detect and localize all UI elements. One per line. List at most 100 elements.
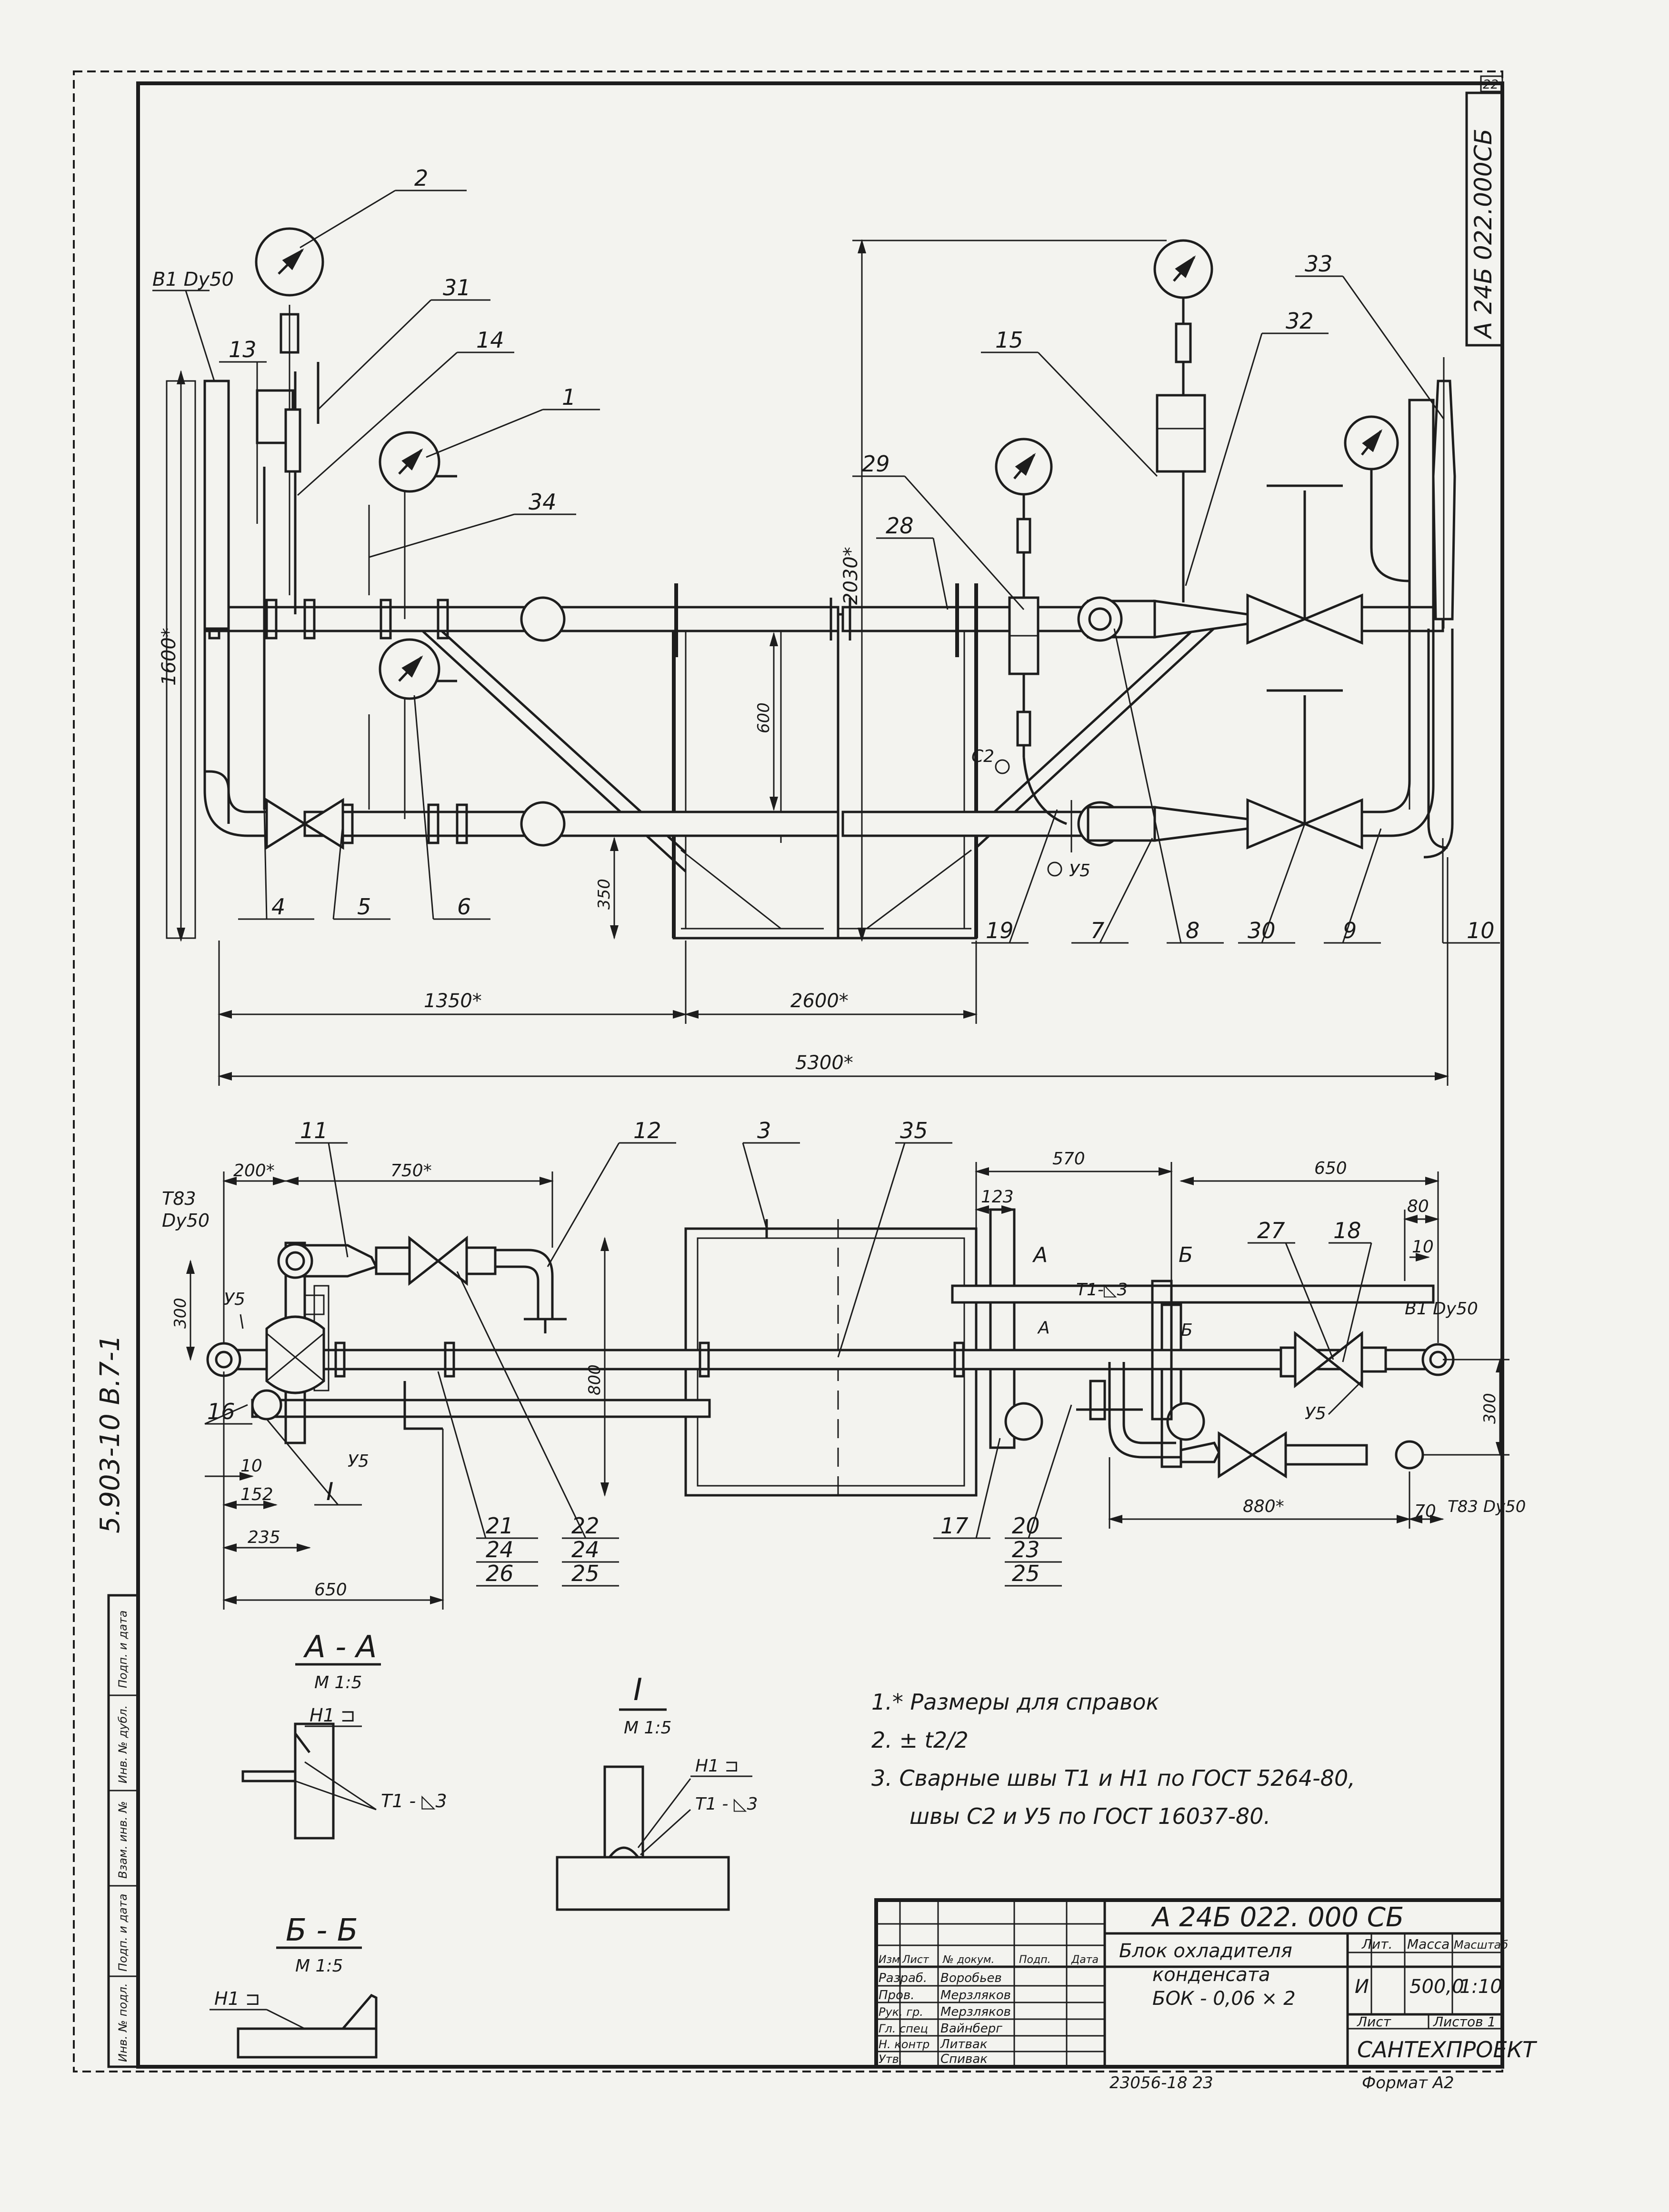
inlet-b1-label: В1 Dу50 bbox=[152, 269, 234, 290]
callout-16: 16 bbox=[207, 1399, 235, 1424]
notes: 1.* Размеры для справок 2. ± t2/2 3. Сва… bbox=[871, 1689, 1355, 1829]
callout-7: 7 bbox=[1090, 918, 1104, 943]
callout-30: 30 bbox=[1248, 918, 1276, 943]
note-1: 1.* Размеры для справок bbox=[871, 1689, 1159, 1715]
tb-head-doc: № докум. bbox=[942, 1954, 994, 1966]
tb-sheets-label: Листов 1 bbox=[1433, 2014, 1496, 2030]
tb-name-line1: Блок охладителя bbox=[1119, 1940, 1292, 1962]
callout-14: 14 bbox=[476, 327, 504, 353]
callout-29: 29 bbox=[862, 451, 890, 477]
callout-17: 17 bbox=[940, 1513, 969, 1539]
side-col-3: Взам. инв. № bbox=[116, 1801, 130, 1879]
tb-scale-value: 1:10 bbox=[1459, 1976, 1502, 1998]
dim-350: 350 bbox=[595, 879, 614, 910]
tb-head-izm: Изм bbox=[879, 1954, 900, 1966]
detail-i: I М 1:5 Н1 ⊐ Т1 - ◺3 bbox=[556, 1672, 758, 1911]
tb-name-line3: БОК - 0,06 × 2 bbox=[1152, 1988, 1296, 2010]
dim-2030: 2030* bbox=[840, 547, 862, 605]
upper-header-pipe bbox=[203, 484, 1444, 657]
plan-leaders bbox=[204, 1142, 1372, 1587]
dim-10-left: 10 bbox=[240, 1456, 262, 1476]
callout-26: 26 bbox=[486, 1561, 514, 1586]
weld-y5-label: У5 bbox=[1069, 861, 1090, 881]
dim-123: 123 bbox=[981, 1187, 1014, 1207]
title-block: А 24Б 022. 000 СБ Изм Лист № докум. Подп… bbox=[874, 1898, 1538, 2069]
dim-300-left: 300 bbox=[171, 1298, 190, 1329]
tb-mass-value: 500,0 bbox=[1409, 1976, 1464, 1998]
callout-8: 8 bbox=[1186, 918, 1199, 943]
dim-650-left: 650 bbox=[314, 1580, 347, 1600]
tb-doc-code: А 24Б 022. 000 СБ bbox=[1151, 1902, 1404, 1933]
rotated-doc-code: А 24Б 022.000СБ bbox=[1469, 129, 1497, 340]
section-mark-a2: А bbox=[1037, 1318, 1050, 1338]
side-stamp-columns: Подп. и дата Инв. № дубл. Взам. инв. № П… bbox=[107, 1594, 140, 2068]
left-series-code: 5.903-10 В.7-1 bbox=[95, 1335, 126, 1533]
callout-20: 20 bbox=[1012, 1513, 1040, 1539]
tb-name-line2: конденсата bbox=[1152, 1964, 1270, 1986]
callout-10: 10 bbox=[1467, 918, 1495, 943]
callout-15: 15 bbox=[995, 327, 1023, 353]
callout-13: 13 bbox=[229, 337, 257, 362]
sheet-frame: 22 А 24Б 022.000СБ 5.903-10 В.7-1 bbox=[73, 70, 1504, 2072]
tb-lit-label: Лит. bbox=[1361, 1936, 1392, 1952]
bottom-archive-code: 23056-18 23 bbox=[1109, 2073, 1213, 2092]
section-mark-a1: А bbox=[1032, 1243, 1048, 1267]
callout-4: 4 bbox=[271, 894, 285, 920]
b1-right-label: В1 Dу50 bbox=[1405, 1299, 1478, 1319]
dim-1600: 1600* bbox=[158, 628, 180, 686]
callout-2: 2 bbox=[414, 165, 428, 191]
weld-y5-left: У5 bbox=[224, 1290, 245, 1309]
pressure-gauge-2 bbox=[255, 227, 324, 297]
callout-5: 5 bbox=[357, 894, 371, 920]
front-dimensions: 1600* 2030* 600 350 1350* 2600* 5300* bbox=[158, 239, 1449, 1086]
aa-weld-h1: Н1 ⊐ bbox=[310, 1705, 356, 1726]
callout-6: 6 bbox=[457, 894, 471, 920]
dim-70: 70 bbox=[1414, 1501, 1436, 1521]
front-view: 2 31 14 13 1 34 15 29 28 33 32 4 5 6 19 … bbox=[152, 165, 1500, 1086]
dim-5300: 5300* bbox=[795, 1052, 853, 1074]
tb-name-4: Вайнберг bbox=[940, 2022, 1002, 2036]
i-weld-t1: Т1 - ◺3 bbox=[695, 1794, 758, 1814]
thermometer-33 bbox=[1432, 357, 1456, 629]
dim-10-right: 10 bbox=[1412, 1237, 1434, 1257]
callout-leaders-front bbox=[219, 190, 1500, 944]
weld-y5-right: У5 bbox=[1305, 1404, 1326, 1423]
callout-23: 23 bbox=[1012, 1537, 1040, 1562]
tb-role-6: Утв. bbox=[879, 2052, 902, 2066]
tb-org: САНТЕХПРОЕКТ bbox=[1357, 2037, 1538, 2062]
plan-view: 11 12 3 35 27 18 16 17 20 23 25 21 24 26… bbox=[162, 1118, 1526, 1610]
callout-18: 18 bbox=[1333, 1218, 1361, 1243]
callout-21: 21 bbox=[486, 1513, 514, 1539]
i-title: I bbox=[633, 1672, 642, 1708]
tb-name-1: Воробьев bbox=[940, 1971, 1002, 1985]
callout-19: 19 bbox=[986, 918, 1014, 943]
callout-28: 28 bbox=[886, 513, 914, 539]
pressure-gauge-1 bbox=[379, 431, 440, 493]
left-riser bbox=[166, 305, 457, 939]
dim-200: 200* bbox=[233, 1161, 275, 1181]
weld-c2-label: С2 bbox=[971, 747, 994, 766]
t83-left-l1: Т83 bbox=[162, 1188, 196, 1209]
dim-600: 600 bbox=[754, 702, 773, 733]
t83-right-label: Т83 Dу50 bbox=[1448, 1497, 1526, 1516]
tb-role-2: Пров. bbox=[879, 1988, 915, 2002]
aa-weld-t1: Т1 - ◺3 bbox=[381, 1791, 447, 1812]
dim-800: 800 bbox=[585, 1364, 604, 1395]
i-scale: М 1:5 bbox=[624, 1718, 671, 1738]
callout-25: 25 bbox=[571, 1561, 600, 1586]
support-frame bbox=[409, 613, 1220, 940]
dim-300-right: 300 bbox=[1480, 1393, 1499, 1424]
detail-bb: Б - Б М 1:5 Н1 ⊐ bbox=[210, 1913, 378, 2059]
bb-weld-h1: Н1 ⊐ bbox=[214, 1988, 260, 2009]
callout-12: 12 bbox=[633, 1118, 661, 1143]
tb-head-list: Лист bbox=[902, 1954, 929, 1966]
plan-callouts: 11 12 3 35 27 18 16 17 20 23 25 21 24 26… bbox=[162, 1118, 1526, 1586]
tb-mass-label: Масса bbox=[1407, 1936, 1449, 1952]
note-2: 2. ± t2/2 bbox=[871, 1727, 969, 1753]
callout-35: 35 bbox=[900, 1118, 928, 1143]
callout-11: 11 bbox=[300, 1118, 328, 1143]
tb-role-1: Разраб. bbox=[879, 1971, 927, 1985]
format-label: Формат А2 bbox=[1362, 2073, 1454, 2092]
